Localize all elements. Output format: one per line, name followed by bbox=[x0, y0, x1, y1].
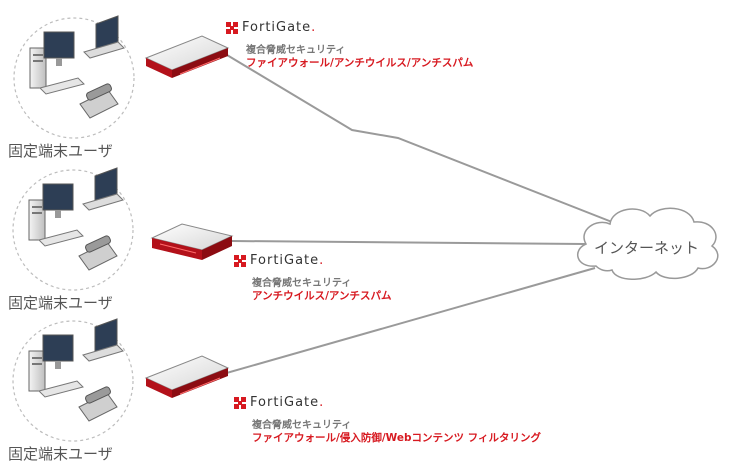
fortigate-appliance-1 bbox=[144, 35, 230, 78]
user-group-3 bbox=[12, 318, 134, 442]
user-caption-1: 固定端末ユーザ bbox=[8, 142, 113, 160]
brand-name: FortiGate. bbox=[250, 253, 325, 268]
gateway-subtitle-1: 複合脅威セキュリティ bbox=[246, 45, 346, 56]
fortigate-logo-3: FortiGate. bbox=[234, 395, 324, 410]
fortigate-appliance-2 bbox=[150, 223, 234, 260]
phone-icon bbox=[78, 235, 118, 271]
internet-label: インターネット bbox=[594, 239, 700, 257]
gateway-features-1: ファイアウォール/アンチウイルス/アンチスパム bbox=[246, 57, 474, 69]
fortinet-logo-icon bbox=[226, 21, 238, 34]
link-bottom bbox=[215, 267, 596, 377]
brand-name: FortiGate. bbox=[250, 395, 325, 410]
user-group-1 bbox=[13, 15, 135, 139]
link-top bbox=[221, 51, 613, 223]
user-caption-2: 固定端末ユーザ bbox=[8, 294, 113, 312]
desktop-pc-icon bbox=[28, 183, 84, 247]
gateway-subtitle-3: 複合脅威セキュリティ bbox=[252, 420, 352, 431]
laptop-icon bbox=[82, 318, 124, 362]
fortinet-logo-icon bbox=[234, 254, 246, 267]
brand-name: FortiGate. bbox=[242, 20, 317, 35]
phone-icon bbox=[78, 386, 118, 422]
connection-lines bbox=[215, 51, 613, 377]
gateway-subtitle-2: 複合脅威セキュリティ bbox=[252, 278, 352, 289]
internet-cloud-icon bbox=[576, 207, 719, 280]
laptop-icon bbox=[83, 15, 125, 59]
desktop-pc-icon bbox=[29, 31, 85, 95]
gateway-features-3: ファイアウォール/侵入防御/Webコンテンツ フィルタリング bbox=[252, 432, 541, 444]
fortinet-logo-icon bbox=[234, 396, 246, 409]
fortigate-logo-1: FortiGate. bbox=[226, 20, 316, 35]
phone-icon bbox=[79, 83, 119, 119]
desktop-pc-icon bbox=[28, 334, 84, 398]
fortigate-appliance-3 bbox=[144, 355, 230, 398]
fortigate-logo-2: FortiGate. bbox=[234, 253, 324, 268]
gateway-features-2: アンチウイルス/アンチスパム bbox=[252, 290, 392, 302]
user-caption-3: 固定端末ユーザ bbox=[8, 445, 113, 463]
link-middle bbox=[231, 240, 586, 245]
user-group-2 bbox=[12, 167, 134, 291]
laptop-icon bbox=[82, 167, 124, 211]
